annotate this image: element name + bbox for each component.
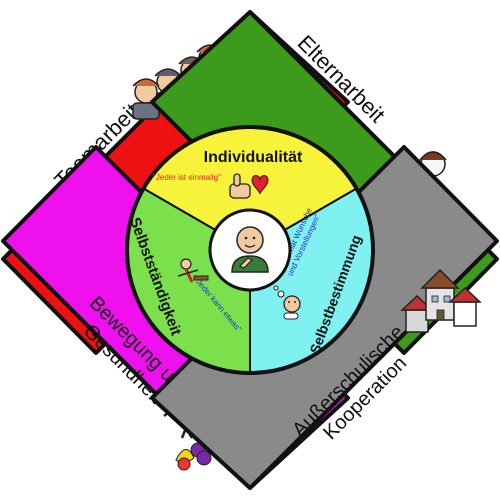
child-thinking-icon [273,285,301,320]
houses-icon [400,268,482,333]
values-wheel: Individualität "Jeder ist einmalig" Selb… [125,125,375,375]
child-working-icon [177,258,209,283]
thumbs-up-heart-icon [229,173,269,199]
individualitaet-quote: "Jeder ist einmalig" [153,173,221,182]
individualitaet-title: Individualität [204,149,303,166]
child-pointing-to-self-icon [231,226,269,273]
